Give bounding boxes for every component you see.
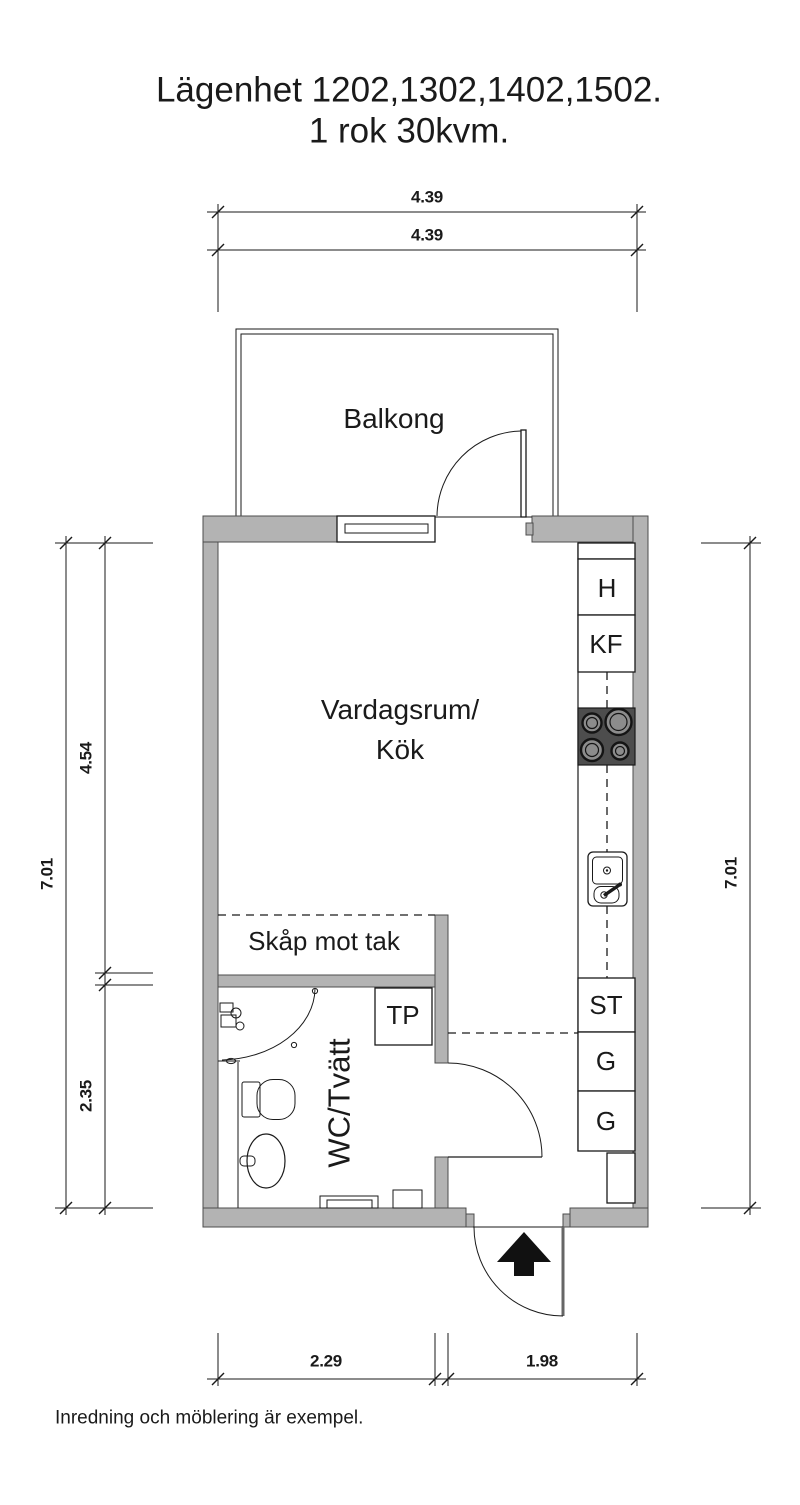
- dim-right-total: 7.01: [721, 857, 741, 889]
- dim-left-lower: 2.35: [76, 1080, 96, 1112]
- wc-door-swing: [447, 1062, 543, 1158]
- room-label-living-line2: Kök: [375, 734, 425, 765]
- shower-mixer-icon: [219, 1002, 245, 1031]
- balcony-door-swing: [436, 429, 527, 518]
- room-label-balcony: Balkong: [343, 403, 445, 434]
- label-st-cabinet: ST: [589, 990, 623, 1020]
- page-title-line2: 1 rok 30kvm.: [308, 111, 510, 151]
- dim-bottom-left: 2.29: [310, 1351, 342, 1371]
- kitchen-cabinet-G2: [577, 1090, 636, 1152]
- kitchen-counter: [577, 542, 636, 1204]
- dim-left-upper: 4.54: [76, 742, 96, 774]
- dimension-bottom: [207, 1333, 646, 1386]
- tp-box: [374, 987, 433, 1046]
- shower-icon: [218, 987, 319, 1065]
- washbasin-icon: [239, 1133, 286, 1189]
- dim-top-inner: 4.39: [411, 225, 443, 245]
- kitchen-end-cabinet: [606, 1152, 636, 1204]
- dimension-top: [207, 204, 646, 312]
- entry-door-swing: [473, 1226, 565, 1317]
- sink-icon: [587, 851, 628, 907]
- dim-bottom-right: 1.98: [526, 1351, 558, 1371]
- dimension-right: [701, 536, 761, 1215]
- walls: [202, 515, 649, 1228]
- dimension-left: [55, 536, 153, 1215]
- window: [336, 515, 436, 543]
- kitchen-cabinet-ST: [577, 977, 636, 1033]
- label-h-cabinet: H: [597, 573, 617, 603]
- kitchen-cabinet-G1: [577, 1031, 636, 1092]
- kitchen-cabinet-top: [577, 542, 636, 560]
- toilet-icon: [241, 1079, 296, 1120]
- footer-disclaimer: Inredning och möblering är exempel.: [55, 1407, 364, 1429]
- label-tp: TP: [386, 1000, 420, 1030]
- label-g-cabinet-upper: G: [595, 1046, 617, 1076]
- dim-top-outer: 4.39: [411, 187, 443, 207]
- label-closet: Skåp mot tak: [248, 926, 400, 956]
- washing-machine-icon: [319, 1195, 379, 1209]
- stove-icon: [577, 707, 636, 766]
- kitchen-cabinet-H: [577, 558, 636, 616]
- label-g-cabinet-lower: G: [595, 1106, 617, 1136]
- balcony-outline: [235, 328, 559, 516]
- entry-arrow-icon: [497, 1232, 551, 1276]
- kitchen-cabinet-KF: [577, 614, 636, 673]
- dim-left-total: 7.01: [37, 858, 57, 890]
- room-label-living-line1: Vardagsrum/: [320, 694, 480, 725]
- label-kf-fridge-freezer: KF: [589, 629, 623, 659]
- page-title-line1: Lägenhet 1202,1302,1402,1502.: [155, 70, 663, 110]
- hall-cabinet-box: [392, 1189, 423, 1209]
- room-label-wc: WC/Tvätt: [321, 1038, 357, 1168]
